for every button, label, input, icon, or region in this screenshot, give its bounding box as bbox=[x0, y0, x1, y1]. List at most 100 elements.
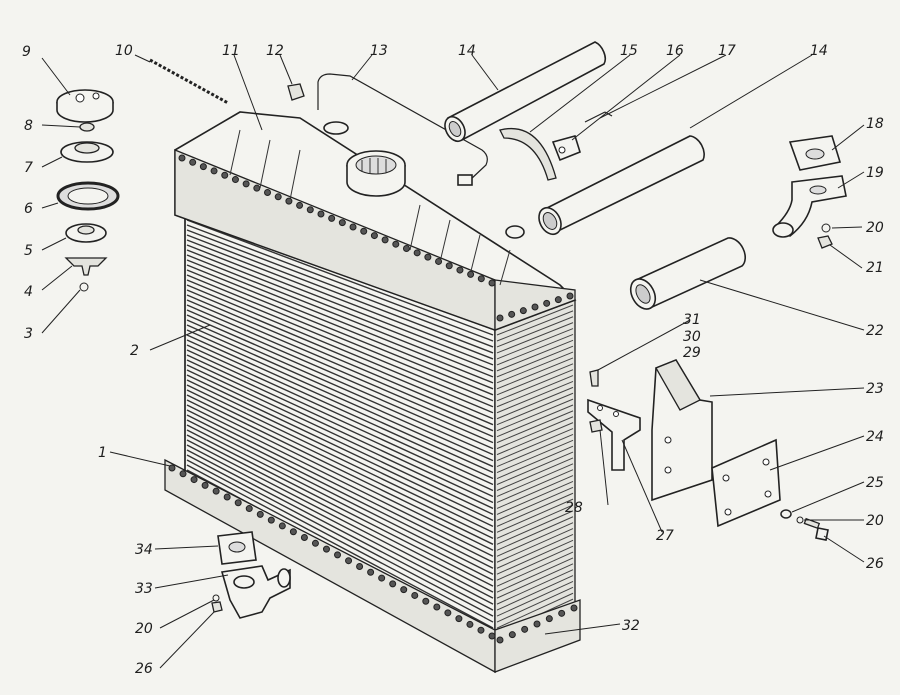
side-fin bbox=[496, 451, 574, 485]
callout-18: 18 bbox=[866, 116, 884, 132]
core-fin bbox=[186, 354, 494, 498]
rivet bbox=[570, 604, 578, 612]
cap-seat-5 bbox=[65, 223, 107, 243]
core-fin bbox=[186, 274, 494, 402]
side-fin bbox=[496, 416, 574, 450]
core-fin bbox=[186, 454, 494, 617]
rivet bbox=[545, 615, 553, 623]
side-fin bbox=[496, 510, 574, 545]
callout-6: 6 bbox=[24, 201, 33, 217]
core-fin bbox=[186, 349, 494, 492]
rivet bbox=[488, 279, 496, 287]
core-fin bbox=[186, 234, 494, 354]
callout-1: 1 bbox=[98, 445, 107, 461]
rivet bbox=[199, 163, 207, 171]
drain-fitting-33 bbox=[220, 565, 291, 619]
rivet bbox=[349, 223, 357, 231]
callout-26-left: 26 bbox=[135, 661, 153, 677]
rivet bbox=[477, 626, 485, 634]
cap-outer-9 bbox=[56, 89, 114, 123]
side-fin bbox=[496, 569, 574, 605]
side-fin bbox=[496, 322, 574, 354]
gasket-34 bbox=[217, 531, 257, 565]
rivet bbox=[508, 310, 516, 318]
bracket-23 bbox=[651, 359, 713, 502]
callout-4: 4 bbox=[24, 284, 33, 300]
rivet bbox=[519, 307, 527, 315]
lower-tank bbox=[164, 458, 581, 674]
core-fin bbox=[186, 339, 494, 480]
rivet bbox=[400, 586, 408, 594]
callout-15: 15 bbox=[620, 43, 638, 59]
core-fin bbox=[186, 299, 494, 432]
rivet bbox=[231, 176, 239, 184]
side-fin bbox=[496, 551, 574, 587]
rivet bbox=[245, 505, 253, 513]
core-fin bbox=[186, 459, 494, 623]
side-fin bbox=[496, 363, 574, 396]
side-fin bbox=[496, 563, 574, 599]
core-fin bbox=[186, 329, 494, 468]
rivet bbox=[285, 197, 293, 205]
core-fin bbox=[186, 224, 494, 342]
side-fin bbox=[496, 439, 574, 474]
side-fin bbox=[496, 392, 574, 426]
core-fin bbox=[186, 379, 494, 528]
callout-2: 2 bbox=[130, 343, 139, 359]
callout-3: 3 bbox=[24, 326, 33, 342]
core-fin bbox=[186, 424, 494, 581]
rivet bbox=[370, 232, 378, 240]
rivet bbox=[334, 551, 342, 559]
rivet bbox=[456, 266, 464, 274]
rivet bbox=[190, 476, 198, 484]
core-fin bbox=[186, 409, 494, 563]
rivet bbox=[178, 154, 186, 162]
core-fin bbox=[186, 259, 494, 384]
elbow-fitting-19 bbox=[772, 175, 847, 238]
callout-16: 16 bbox=[666, 43, 684, 59]
side-fin bbox=[496, 539, 574, 575]
callout-24: 24 bbox=[866, 429, 884, 445]
hose-lower-14 bbox=[538, 135, 705, 236]
rivet bbox=[242, 180, 250, 188]
rivet bbox=[210, 167, 218, 175]
rivet bbox=[179, 470, 187, 478]
side-fin bbox=[496, 433, 574, 468]
core-fin bbox=[186, 429, 494, 587]
callout-28: 28 bbox=[565, 500, 583, 516]
side-fin bbox=[496, 463, 574, 497]
side-fin bbox=[496, 469, 574, 503]
callout-22: 22 bbox=[866, 323, 884, 339]
callout-29: 29 bbox=[683, 345, 701, 361]
side-fin bbox=[496, 592, 574, 629]
core-fin bbox=[186, 404, 494, 557]
rivet bbox=[300, 534, 308, 542]
rivet bbox=[322, 545, 330, 553]
rivet bbox=[168, 464, 176, 472]
core-fin bbox=[186, 464, 494, 629]
core-fin bbox=[186, 319, 494, 456]
side-fin bbox=[496, 369, 574, 402]
nut-28 bbox=[589, 419, 603, 433]
rivet bbox=[201, 481, 209, 489]
side-fin bbox=[496, 475, 574, 509]
callout-34: 34 bbox=[135, 542, 153, 558]
rivet bbox=[264, 188, 272, 196]
cap-chain-10 bbox=[149, 58, 229, 105]
rivet bbox=[433, 603, 441, 611]
rivet bbox=[278, 522, 286, 530]
rivet bbox=[296, 201, 304, 209]
cap-valve-7 bbox=[60, 141, 114, 163]
bolt-26-right bbox=[803, 517, 829, 541]
radiator-core-fins bbox=[186, 219, 494, 641]
bolt-31 bbox=[589, 369, 599, 387]
core-fin bbox=[186, 254, 494, 378]
rivet bbox=[521, 625, 529, 633]
callout-19: 19 bbox=[866, 165, 884, 181]
gasket-18 bbox=[788, 135, 842, 171]
hose-22 bbox=[629, 237, 747, 310]
washer-20-right bbox=[796, 516, 804, 524]
overflow-tube-tip bbox=[457, 174, 473, 186]
core-fin bbox=[186, 374, 494, 522]
radiator-core bbox=[184, 213, 576, 647]
